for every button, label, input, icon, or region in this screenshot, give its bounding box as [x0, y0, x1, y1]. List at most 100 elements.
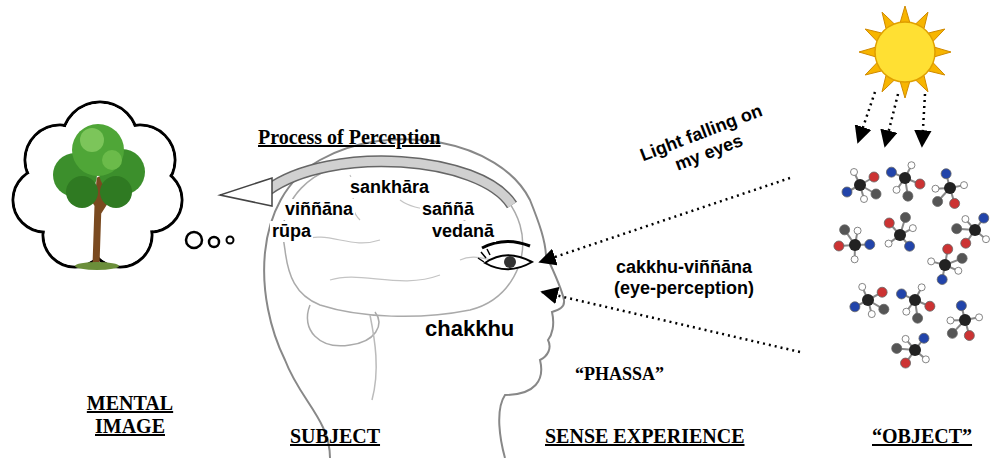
tree-picture — [53, 124, 145, 270]
thought-bubble — [209, 237, 219, 247]
column-heading: SENSE EXPERIENCE — [545, 425, 745, 448]
atom — [915, 179, 925, 189]
atom — [944, 182, 956, 194]
atom — [909, 294, 921, 306]
aggregate-label: rūpa — [270, 221, 313, 242]
atom — [962, 216, 969, 223]
tree-canopy — [80, 128, 104, 152]
aggregate-label: sankhāra — [348, 177, 431, 198]
atom — [879, 304, 889, 314]
atom — [939, 259, 951, 271]
atom — [850, 302, 860, 312]
thought-cloud — [13, 102, 234, 267]
atom — [886, 167, 896, 177]
atom — [884, 218, 894, 228]
atom — [869, 172, 879, 182]
tree-canopy — [102, 150, 122, 170]
atom — [933, 197, 943, 207]
atom — [903, 308, 910, 315]
sun — [859, 6, 951, 98]
atom — [957, 253, 967, 263]
brain-folds — [300, 175, 512, 281]
atom — [842, 187, 852, 197]
contact-label: “PHASSA” — [575, 364, 664, 385]
atom — [902, 335, 909, 342]
atom — [861, 196, 868, 203]
atom — [854, 179, 866, 191]
aggregate-label: vedanā — [430, 221, 496, 242]
atom — [922, 356, 929, 363]
atom — [937, 274, 947, 284]
atom — [913, 313, 923, 323]
atom — [840, 225, 850, 235]
aggregate-label: saññā — [420, 199, 476, 220]
head-illustration — [264, 139, 564, 458]
thought-bubble — [227, 237, 234, 244]
atom — [862, 294, 874, 306]
atom — [959, 314, 971, 326]
atom — [941, 169, 951, 179]
sunlight-ray — [885, 94, 898, 146]
sunlight-ray — [858, 92, 875, 142]
atom — [909, 344, 921, 356]
atom — [877, 287, 887, 297]
atom — [979, 213, 989, 223]
atom — [976, 314, 983, 321]
atom — [903, 191, 913, 201]
atom — [900, 212, 910, 222]
thought-bubble — [186, 232, 202, 248]
column-heading: SUBJECT — [290, 425, 380, 448]
atom — [901, 358, 911, 368]
atom — [854, 227, 861, 234]
atom — [894, 229, 906, 241]
atom — [885, 240, 892, 247]
atom — [961, 182, 968, 189]
column-heading: “OBJECT” — [872, 425, 972, 448]
atom — [897, 289, 907, 299]
atom — [899, 172, 911, 184]
atom — [919, 333, 929, 343]
atom — [908, 162, 915, 169]
perception-label: cakkhu-viññāna (eye-perception) — [598, 257, 770, 298]
eye-iris — [504, 256, 516, 268]
sunlight-ray — [922, 94, 925, 146]
eye-label: chakkhu — [425, 316, 514, 341]
tree-ground — [75, 262, 119, 270]
process-arrow-head — [220, 178, 272, 206]
sun-ray — [859, 47, 875, 57]
eyebrow — [482, 241, 530, 248]
atom — [918, 284, 925, 291]
atom — [892, 343, 902, 353]
atom — [947, 328, 957, 338]
atom — [932, 185, 939, 192]
atom — [928, 258, 935, 265]
column-heading: MENTAL IMAGE — [70, 392, 190, 438]
atom — [859, 283, 866, 290]
brain-stem — [370, 315, 376, 400]
atom — [893, 186, 900, 193]
atom — [961, 238, 971, 248]
sun-ray — [935, 47, 951, 57]
atom — [956, 301, 966, 311]
atom — [943, 244, 953, 254]
atom — [909, 225, 916, 232]
atom — [952, 224, 962, 234]
atom — [871, 189, 881, 199]
atom — [865, 239, 875, 249]
atom — [868, 311, 875, 318]
atom — [947, 317, 954, 324]
heading-label: Process of Perception — [258, 126, 441, 149]
atom — [964, 331, 974, 341]
tree-canopy — [72, 124, 124, 176]
atom — [925, 301, 935, 311]
atom — [851, 256, 858, 263]
atom — [834, 241, 844, 251]
tree-canopy — [100, 176, 132, 208]
atom — [969, 224, 981, 236]
head-outline — [264, 139, 564, 458]
aggregate-label: viññāna — [283, 199, 355, 220]
atom — [982, 236, 989, 243]
tree-canopy — [66, 176, 98, 208]
